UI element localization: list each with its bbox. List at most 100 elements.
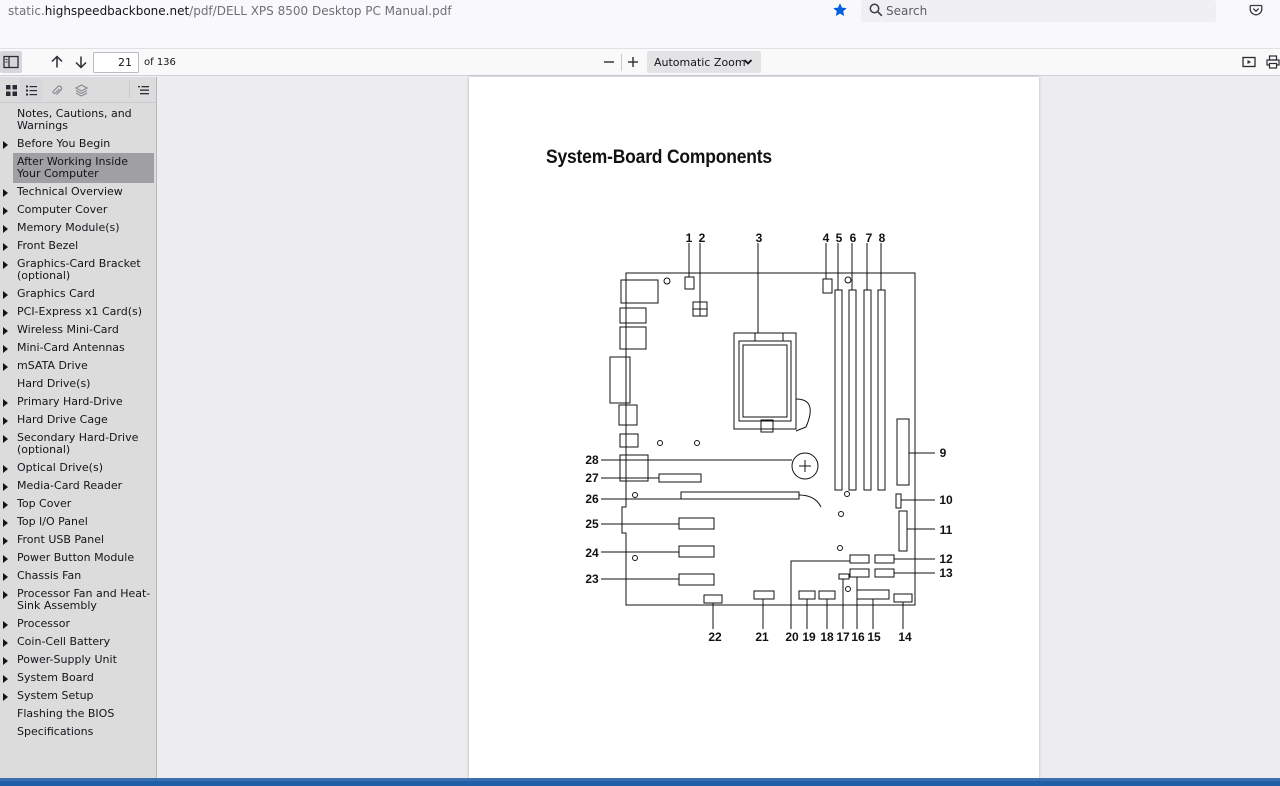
outline-item-label: Primary Hard-Drive [17,395,123,408]
outline-view-button[interactable] [20,79,42,101]
outline-item[interactable]: PCI-Express x1 Card(s) [0,303,156,321]
zoom-out-button[interactable] [598,51,620,73]
outline-item-label: System Board [17,671,94,684]
outline-item[interactable]: After Working Inside Your Computer [13,153,154,183]
expand-triangle-icon[interactable] [3,693,8,701]
expand-triangle-icon[interactable] [3,261,8,269]
callout-26: 26 [585,492,599,506]
expand-triangle-icon[interactable] [3,657,8,665]
outline-item[interactable]: System Board [0,669,156,687]
expand-triangle-icon[interactable] [3,345,8,353]
callout-20: 20 [785,630,799,644]
zoom-select[interactable]: Automatic Zoom [647,51,761,73]
outline-item-label: Processor [17,617,70,630]
expand-triangle-icon[interactable] [3,363,8,371]
outline-item[interactable]: Power Button Module [0,549,156,567]
expand-triangle-icon[interactable] [3,519,8,527]
expand-triangle-icon[interactable] [3,225,8,233]
outline-item[interactable]: Front Bezel [0,237,156,255]
callout-28: 28 [585,453,599,467]
pdf-viewer[interactable]: System-Board Components [158,77,1280,778]
expand-triangle-icon[interactable] [3,621,8,629]
outline-item[interactable]: Media-Card Reader [0,477,156,495]
printer-icon [1266,55,1280,69]
next-page-button[interactable] [70,51,92,73]
outline-item[interactable]: System Setup [0,687,156,705]
outline-item[interactable]: Graphics-Card Bracket (optional) [0,255,156,285]
outline-item[interactable]: Top Cover [0,495,156,513]
outline-item[interactable]: Secondary Hard-Drive (optional) [0,429,156,459]
expand-triangle-icon[interactable] [3,639,8,647]
outline-item[interactable]: Top I/O Panel [0,513,156,531]
outline-item[interactable]: Power-Supply Unit [0,651,156,669]
expand-triangle-icon[interactable] [3,501,8,509]
outline-item[interactable]: Graphics Card [0,285,156,303]
thumbnail-view-button[interactable] [0,79,22,101]
outline-item[interactable]: Hard Drive(s) [0,375,156,393]
expand-triangle-icon[interactable] [3,435,8,443]
outline-item[interactable]: Chassis Fan [0,567,156,585]
outline-item[interactable]: Hard Drive Cage [0,411,156,429]
outline-item[interactable]: Coin-Cell Battery [0,633,156,651]
page-number-input[interactable]: 21 [93,52,139,73]
outline-item[interactable]: Processor Fan and Heat-Sink Assembly [0,585,156,615]
expand-triangle-icon[interactable] [3,555,8,563]
bookmark-star-icon[interactable] [832,2,848,18]
expand-triangle-icon[interactable] [3,309,8,317]
previous-page-button[interactable] [46,51,68,73]
pdf-toolbar: 21 of 136 Automatic Zoom [0,49,1280,76]
expand-triangle-icon[interactable] [3,291,8,299]
outline-item[interactable]: Optical Drive(s) [0,459,156,477]
print-button[interactable] [1262,51,1280,73]
outline-item-label: Secondary Hard-Drive (optional) [17,431,139,456]
expand-triangle-icon[interactable] [3,189,8,197]
expand-triangle-icon[interactable] [3,141,8,149]
outline-item[interactable]: Technical Overview [0,183,156,201]
outline-item[interactable]: Computer Cover [0,201,156,219]
outline-item-label: Front Bezel [17,239,79,252]
expand-triangle-icon[interactable] [3,465,8,473]
attachments-view-button[interactable] [45,79,67,101]
outline-item-label: PCI-Express x1 Card(s) [17,305,143,318]
pocket-icon[interactable] [1249,3,1263,17]
expand-triangle-icon[interactable] [3,243,8,251]
callout-15: 15 [867,630,881,644]
presentation-mode-button[interactable] [1238,51,1260,73]
search-box[interactable]: Search [861,0,1216,22]
outline-item[interactable]: Specifications [0,723,156,741]
outline-item[interactable]: Before You Begin [0,135,156,153]
expand-triangle-icon[interactable] [3,573,8,581]
sidebar-toggle-button[interactable] [0,51,22,73]
zoom-in-button[interactable] [622,51,644,73]
address-field[interactable]: static.highspeedbackbone.net/pdf/DELL XP… [8,4,452,18]
outline-item[interactable]: Wireless Mini-Card [0,321,156,339]
outline-item[interactable]: Mini-Card Antennas [0,339,156,357]
expand-triangle-icon[interactable] [3,537,8,545]
expand-triangle-icon[interactable] [3,591,8,599]
search-icon [869,3,883,17]
outline-item[interactable]: Front USB Panel [0,531,156,549]
callout-19: 19 [802,630,816,644]
outline-item-label: System Setup [17,689,94,702]
outline-item-label: Mini-Card Antennas [17,341,125,354]
outline-item[interactable]: Processor [0,615,156,633]
outline-find-icon [137,85,149,94]
expand-triangle-icon[interactable] [3,483,8,491]
outline-item[interactable]: Primary Hard-Drive [0,393,156,411]
expand-triangle-icon[interactable] [3,207,8,215]
expand-triangle-icon[interactable] [3,675,8,683]
callout-16: 16 [851,630,865,644]
outline-item-label: Power-Supply Unit [17,653,117,666]
outline-item[interactable]: Flashing the BIOS [0,705,156,723]
outline-item[interactable]: mSATA Drive [0,357,156,375]
expand-triangle-icon[interactable] [3,327,8,335]
expand-triangle-icon[interactable] [3,417,8,425]
outline-item[interactable]: Notes, Cautions, and Warnings [0,105,156,135]
outline-item[interactable]: Memory Module(s) [0,219,156,237]
expand-triangle-icon[interactable] [3,399,8,407]
layers-view-button[interactable] [70,79,92,101]
current-outline-item-button[interactable] [132,79,154,101]
outline-item-label: Power Button Module [17,551,135,564]
layers-icon [74,83,88,97]
